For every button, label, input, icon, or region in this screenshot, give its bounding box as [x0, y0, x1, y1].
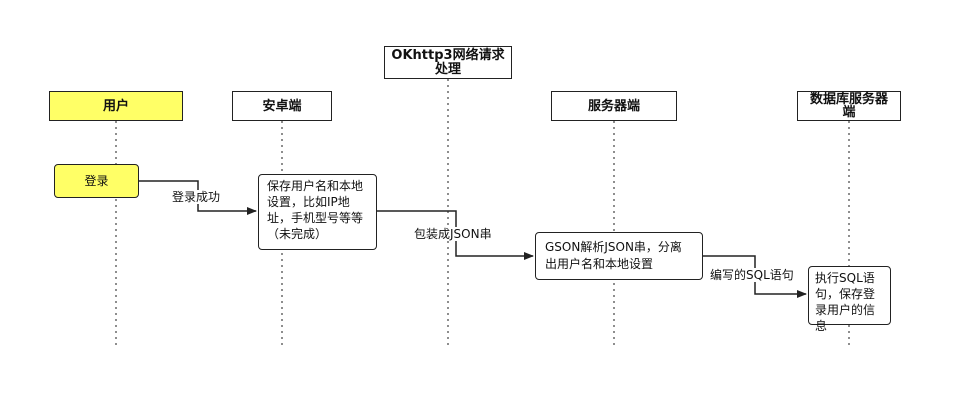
edge-label-write-sql: 编写的SQL语句	[709, 268, 795, 282]
lane-db-header: 数据库服务器端	[797, 91, 901, 121]
step-save-local-settings: 保存用户名和本地设置，比如IP地址，手机型号等等（未完成）	[258, 174, 377, 250]
edge-label-login-success: 登录成功	[171, 190, 222, 204]
step-exec-sql: 执行SQL语句，保存登录用户的信息	[808, 266, 891, 333]
edge-label-wrap-json: 包装成JSON串	[413, 227, 493, 241]
lane-user-header: 用户	[49, 91, 183, 121]
step-login: 登录	[54, 164, 139, 198]
lane-android-header: 安卓端	[232, 91, 332, 121]
step-gson-parse: GSON解析JSON串，分离出用户名和本地设置	[535, 232, 703, 280]
lane-server-header: 服务器端	[551, 91, 677, 121]
lane-okhttp-header: OKhttp3网络请求处理	[384, 46, 512, 79]
